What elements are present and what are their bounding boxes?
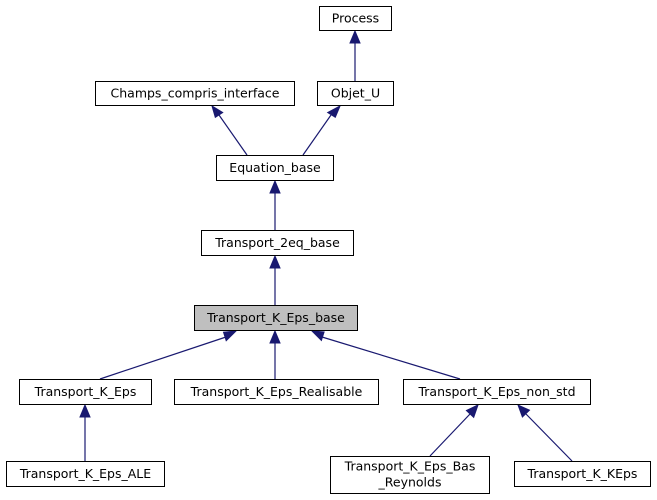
edge-transport-k-eps-non-std-to-transport-k-eps-base — [310, 330, 461, 380]
node-label: Champs_compris_interface — [111, 86, 280, 101]
node-label-line-2: _Reynolds — [378, 475, 442, 490]
node-champs-compris-interface[interactable]: Champs_compris_interface — [95, 81, 295, 106]
node-transport-k-eps-non-std[interactable]: Transport_K_Eps_non_std — [403, 379, 591, 405]
node-label: Transport_K_Eps — [34, 384, 137, 399]
node-label: Transport_K_KEps — [527, 466, 638, 481]
node-transport-2eq-base[interactable]: Transport_2eq_base — [201, 230, 354, 256]
edges — [79, 29, 573, 462]
edge-transport-k-eps-ale-to-transport-k-eps — [79, 403, 91, 461]
node-label: Process — [332, 11, 379, 26]
edge-transport-2eq-base-to-equation-base — [269, 179, 281, 230]
node-label: Equation_base — [229, 160, 321, 175]
edge-transport-k-keps-to-transport-k-eps-non-std — [517, 404, 573, 462]
node-process[interactable]: Process — [319, 6, 392, 31]
edge-objet-u-to-process — [349, 29, 361, 81]
node-label-line-1: Transport_K_Eps_Bas — [344, 459, 476, 474]
node-transport-k-eps-bas-reynolds[interactable]: Transport_K_Eps_Bas _Reynolds — [330, 456, 490, 494]
edge-equation-base-to-champs-compris-interface — [211, 104, 248, 156]
edge-transport-k-eps-base-to-transport-2eq-base — [269, 254, 281, 305]
node-label: Transport_K_Eps_Realisable — [190, 384, 363, 399]
node-label: Transport_K_Eps_base — [206, 310, 345, 325]
node-transport-k-eps[interactable]: Transport_K_Eps — [19, 379, 152, 405]
edge-equation-base-to-objet-u — [302, 104, 341, 156]
edge-transport-k-eps-realisable-to-transport-k-eps-base — [269, 329, 281, 379]
node-label: Transport_K_Eps_non_std — [417, 384, 575, 399]
node-transport-k-keps[interactable]: Transport_K_KEps — [514, 461, 651, 487]
node-transport-k-eps-base[interactable]: Transport_K_Eps_base — [194, 305, 358, 331]
node-objet-u[interactable]: Objet_U — [317, 81, 394, 106]
node-label: Objet_U — [331, 86, 380, 101]
nodes: Process Champs_compris_interface Objet_U… — [6, 6, 651, 494]
node-transport-k-eps-ale[interactable]: Transport_K_Eps_ALE — [6, 461, 165, 487]
node-equation-base[interactable]: Equation_base — [216, 155, 334, 181]
node-label: Transport_2eq_base — [214, 235, 340, 250]
node-transport-k-eps-realisable[interactable]: Transport_K_Eps_Realisable — [174, 379, 379, 405]
node-label: Transport_K_Eps_ALE — [19, 466, 151, 481]
edge-transport-k-eps-to-transport-k-eps-base — [99, 330, 238, 380]
edge-transport-k-eps-bas-reynolds-to-transport-k-eps-non-std — [429, 404, 479, 457]
